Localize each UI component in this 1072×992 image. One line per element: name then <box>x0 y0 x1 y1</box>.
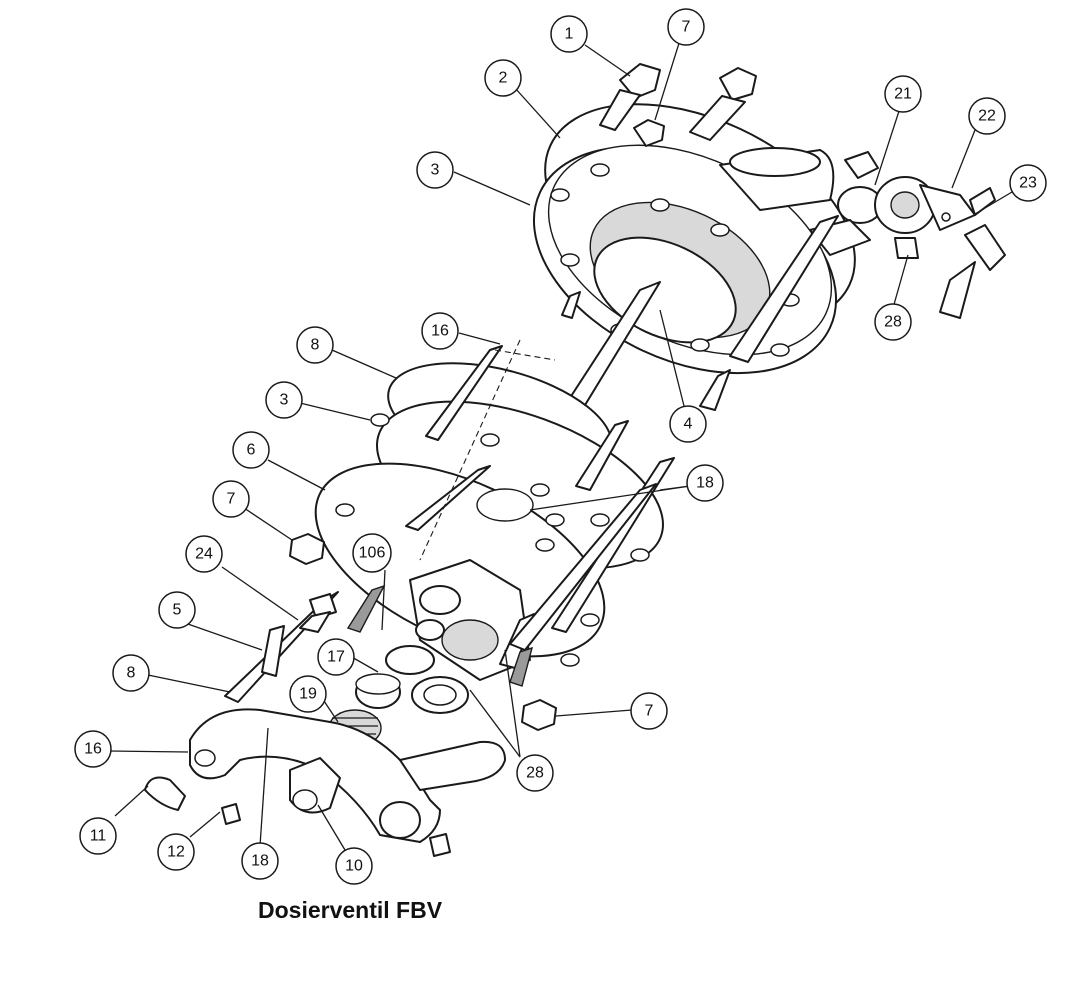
stud-106 <box>346 584 386 633</box>
callout-3-mid: 3 <box>265 381 303 419</box>
stud-4 <box>561 291 731 411</box>
callout-24: 24 <box>185 535 223 573</box>
svg-text:18: 18 <box>251 853 269 870</box>
leader-lines <box>109 39 1013 851</box>
svg-text:7: 7 <box>645 703 654 720</box>
svg-text:3: 3 <box>431 162 440 179</box>
callout-21: 21 <box>884 75 922 113</box>
callout-5: 5 <box>158 591 196 629</box>
svg-text:23: 23 <box>1019 175 1037 192</box>
callout-8-bottom: 8 <box>112 654 150 692</box>
callout-12: 12 <box>157 833 195 871</box>
side-valve-fitting <box>809 151 1006 319</box>
svg-text:8: 8 <box>311 337 320 354</box>
svg-text:10: 10 <box>345 858 363 875</box>
svg-text:16: 16 <box>84 741 102 758</box>
middle-flange-6 <box>314 462 606 667</box>
callout-18-mid: 18 <box>686 464 724 502</box>
svg-text:2: 2 <box>499 70 508 87</box>
svg-text:28: 28 <box>884 314 902 331</box>
svg-text:21: 21 <box>894 86 912 103</box>
nut-7-left <box>289 533 325 565</box>
diagram-caption: Dosierventil FBV <box>258 897 443 923</box>
svg-text:17: 17 <box>327 649 345 666</box>
svg-text:7: 7 <box>227 491 236 508</box>
svg-text:4: 4 <box>684 416 693 433</box>
top-nut-7 <box>633 119 665 147</box>
bolt-24 <box>299 593 337 633</box>
top-bolt-7 <box>689 67 757 141</box>
callout-18-bottom: 18 <box>241 842 279 880</box>
screw-5 <box>261 625 285 677</box>
callout-10: 10 <box>335 847 373 885</box>
callout-7-top: 7 <box>667 8 705 46</box>
callout-28-bottom: 28 <box>516 754 554 792</box>
valve-body <box>409 559 531 681</box>
callout-23: 23 <box>1009 164 1047 202</box>
svg-text:16: 16 <box>431 323 449 340</box>
screw-12 <box>221 803 241 825</box>
svg-text:106: 106 <box>359 545 386 562</box>
callout-8-top: 8 <box>296 326 334 364</box>
callout-2: 2 <box>484 59 522 97</box>
svg-text:22: 22 <box>978 108 996 125</box>
callout-7-right: 7 <box>630 692 668 730</box>
callout-16-top: 16 <box>421 312 459 350</box>
wing-screw-11 <box>144 776 186 811</box>
svg-text:8: 8 <box>127 665 136 682</box>
svg-text:18: 18 <box>696 475 714 492</box>
callout-28-top: 28 <box>874 303 912 341</box>
sleeve-17 <box>355 673 401 709</box>
svg-text:12: 12 <box>167 844 185 861</box>
svg-text:6: 6 <box>247 442 256 459</box>
svg-text:19: 19 <box>299 686 317 703</box>
callout-4: 4 <box>669 405 707 443</box>
callout-16-bottom: 16 <box>74 730 112 768</box>
svg-text:24: 24 <box>195 546 213 563</box>
callout-19: 19 <box>289 675 327 713</box>
lever-arm <box>189 708 506 843</box>
svg-text:7: 7 <box>682 19 691 36</box>
svg-text:1: 1 <box>565 26 574 43</box>
callout-7-left: 7 <box>212 480 250 518</box>
callout-106: 106 <box>352 533 392 573</box>
screw-bottom <box>429 833 451 857</box>
top-bolt-1 <box>599 63 661 131</box>
svg-text:11: 11 <box>90 828 107 845</box>
stud-28 <box>509 646 534 687</box>
callout-22: 22 <box>968 97 1006 135</box>
svg-text:5: 5 <box>173 602 182 619</box>
callout-1: 1 <box>550 15 588 53</box>
callout-6: 6 <box>232 431 270 469</box>
callout-17: 17 <box>317 638 355 676</box>
svg-text:28: 28 <box>526 765 544 782</box>
svg-text:3: 3 <box>280 392 289 409</box>
nut-7-right <box>521 699 557 731</box>
callout-3-top: 3 <box>416 151 454 189</box>
seal-rings-28 <box>385 645 469 714</box>
callout-11: 11 <box>79 817 117 855</box>
